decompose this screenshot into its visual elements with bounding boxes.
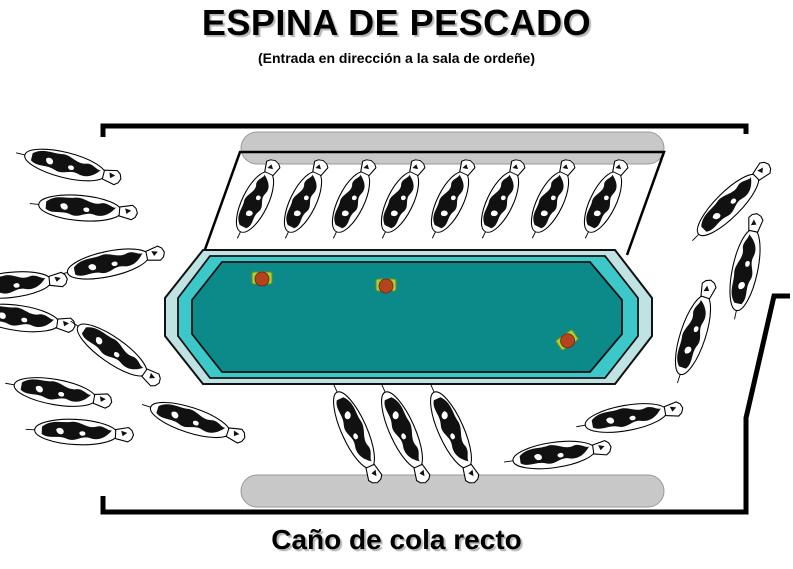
cow-icon: [418, 378, 487, 489]
cow-icon: [370, 154, 433, 245]
cow-icon: [664, 275, 724, 388]
cow-icon: [2, 370, 115, 415]
rail-top: [240, 131, 665, 165]
cow-icon: [420, 154, 483, 245]
cow-icon: [573, 395, 686, 440]
operator-icon: [251, 271, 273, 287]
cow-icon: [682, 154, 779, 251]
rail-bottom: [240, 474, 665, 508]
cow-icon: [273, 154, 336, 245]
cow-icon: [137, 391, 250, 451]
cow-icon: [501, 433, 614, 476]
wall-top: [100, 123, 749, 137]
diagram-caption: Caño de cola recto: [271, 524, 522, 555]
stall-partition-top: [201, 150, 666, 256]
cow-icon: [12, 140, 125, 192]
diagram-title: ESPINA DE PESCADO: [201, 2, 592, 43]
cow-icon: [55, 239, 168, 288]
wall-bottom: [100, 293, 790, 515]
cow-icon: [321, 154, 384, 245]
cow-icon: [520, 154, 583, 245]
cow-icon: [321, 378, 390, 489]
cow-icon: [573, 154, 636, 245]
cow-icon: [721, 210, 770, 323]
cow-icon: [0, 265, 70, 304]
operator-icon: [375, 278, 397, 294]
cow-icon: [0, 297, 78, 340]
cow-icon: [470, 154, 533, 245]
cow-icon: [24, 416, 135, 449]
diagram-subtitle: (Entrada en dirección a la sala de ordeñ…: [258, 50, 535, 66]
milking-pit: [191, 261, 623, 373]
cow-icon: [28, 190, 140, 227]
cow-icon: [62, 310, 167, 394]
